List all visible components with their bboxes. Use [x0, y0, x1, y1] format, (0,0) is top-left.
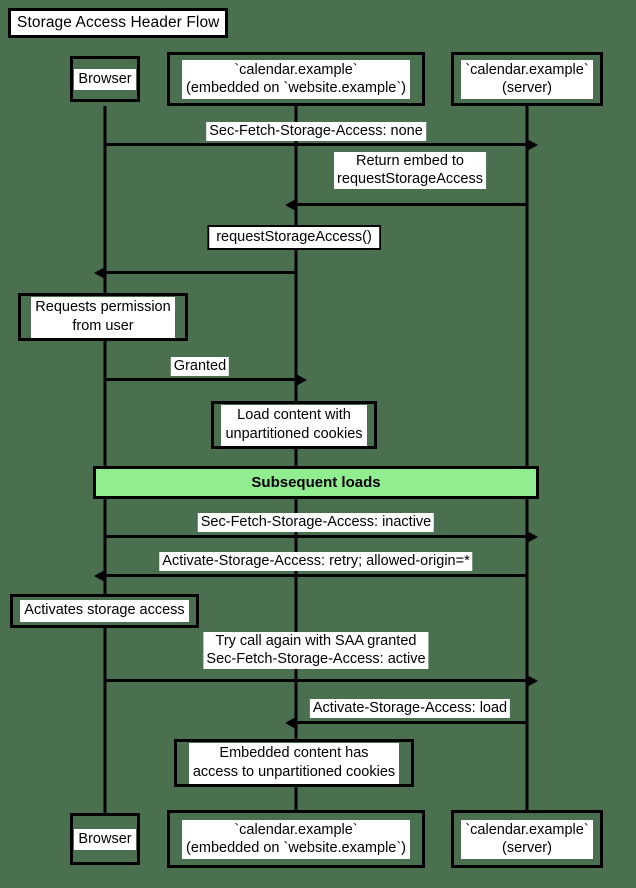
arrowhead-left-icon	[285, 198, 296, 211]
note-n3: Activates storage access	[10, 594, 199, 628]
participant-label: `calendar.example` (server)	[461, 59, 593, 99]
note-n1: Requests permission from user	[18, 293, 188, 341]
message-line-m6	[94, 569, 527, 582]
divider-d1: Subsequent loads	[93, 466, 539, 499]
note-text: Embedded content has access to unpartiti…	[188, 742, 400, 784]
arrowhead-left-icon	[94, 266, 105, 279]
note-text: Load content with unpartitioned cookies	[221, 404, 367, 446]
message-line-m2	[285, 198, 527, 211]
page-title: Storage Access Header Flow	[11, 11, 226, 35]
participant-label: Browser	[74, 828, 136, 850]
participant-browser-bottom[interactable]: Browser	[70, 813, 140, 865]
diagram-title-box: Storage Access Header Flow	[8, 8, 229, 38]
note-text: Activates storage access	[20, 600, 189, 622]
divider-label: Subsequent loads	[251, 474, 381, 491]
participant-server-bottom[interactable]: `calendar.example` (server)	[451, 810, 603, 868]
message-label-m5: Sec-Fetch-Storage-Access: inactive	[197, 513, 435, 532]
arrowhead-left-icon	[285, 716, 296, 729]
participant-label: `calendar.example` (embedded on `website…	[181, 59, 411, 99]
message-label-m3: requestStorageAccess()	[207, 225, 381, 250]
note-text: Requests permission from user	[31, 296, 175, 338]
participant-label: `calendar.example` (server)	[461, 819, 593, 859]
arrowhead-right-icon	[527, 138, 538, 151]
message-line-m1	[105, 138, 538, 151]
message-line-m3	[94, 266, 296, 279]
message-line-m4	[105, 373, 307, 386]
participant-embed[interactable]: `calendar.example` (embedded on `website…	[167, 52, 425, 106]
message-label-m4: Granted	[170, 357, 230, 376]
message-label-m7: Try call again with SAA granted Sec-Fetc…	[203, 632, 429, 669]
message-line-m8	[285, 716, 527, 729]
message-label-m8: Activate-Storage-Access: load	[309, 699, 511, 718]
arrowhead-left-icon	[94, 569, 105, 582]
lifeline-server	[525, 106, 529, 813]
arrowhead-right-icon	[296, 373, 307, 386]
message-label-m2: Return embed to requestStorageAccess	[334, 152, 486, 189]
message-line-m5	[105, 530, 538, 543]
note-n4: Embedded content has access to unpartiti…	[174, 739, 414, 787]
participant-label: Browser	[74, 68, 136, 90]
participant-server[interactable]: `calendar.example` (server)	[451, 52, 603, 106]
message-label-m1: Sec-Fetch-Storage-Access: none	[206, 122, 426, 141]
participant-embed-bottom[interactable]: `calendar.example` (embedded on `website…	[167, 810, 425, 868]
participant-label: `calendar.example` (embedded on `website…	[181, 819, 411, 859]
lifeline-embed	[294, 106, 298, 813]
arrowhead-right-icon	[527, 674, 538, 687]
message-line-m7	[105, 674, 538, 687]
arrowhead-right-icon	[527, 530, 538, 543]
participant-browser[interactable]: Browser	[70, 56, 140, 102]
note-n2: Load content with unpartitioned cookies	[211, 401, 377, 449]
message-label-m6: Activate-Storage-Access: retry; allowed-…	[159, 552, 473, 571]
lifeline-browser	[103, 106, 107, 813]
